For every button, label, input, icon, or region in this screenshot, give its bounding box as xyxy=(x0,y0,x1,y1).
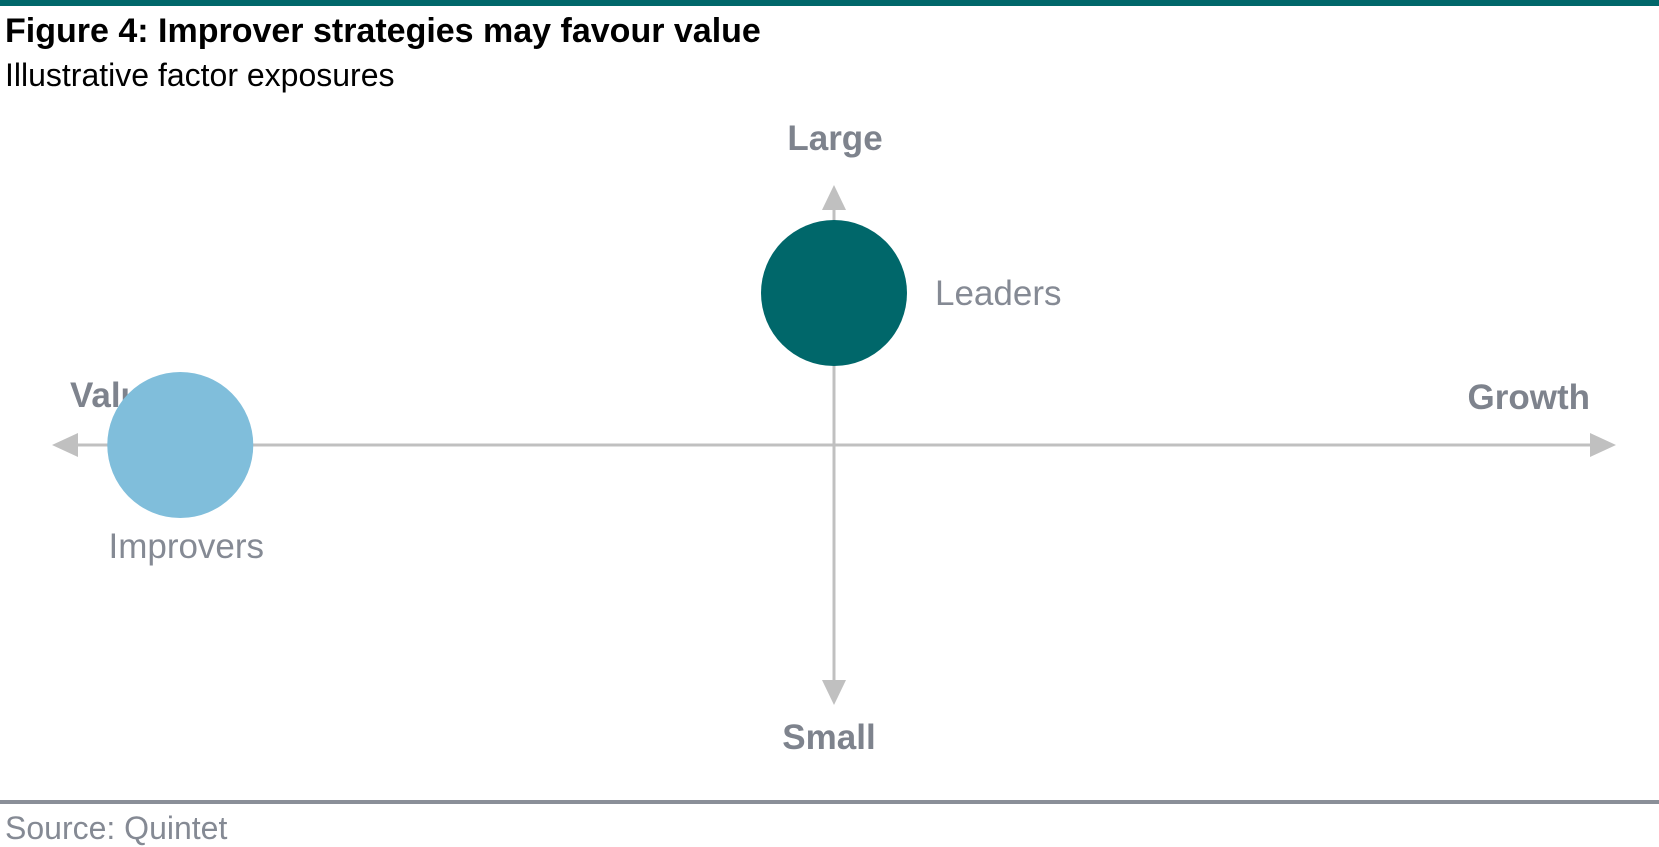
figure-subtitle: Illustrative factor exposures xyxy=(5,57,395,93)
axis-label-large: Large xyxy=(787,119,882,158)
top-rule xyxy=(0,0,1659,6)
y-axis-down-arrow xyxy=(822,680,846,705)
figure-title: Figure 4: Improver strategies may favour… xyxy=(5,12,761,50)
label-leaders: Leaders xyxy=(935,274,1061,313)
data-points: ImproversLeadersThematic xyxy=(107,220,1061,566)
y-axis-up-arrow xyxy=(822,185,846,210)
axis-label-growth: Growth xyxy=(1468,378,1590,417)
point-improvers xyxy=(107,372,254,518)
axis-label-small: Small xyxy=(782,718,875,757)
x-axis-right-arrow xyxy=(1590,433,1616,457)
label-improvers: Improvers xyxy=(108,527,264,566)
source-note: Source: Quintet xyxy=(5,810,228,846)
x-axis-left-arrow xyxy=(52,433,78,457)
bottom-rule xyxy=(0,800,1659,804)
point-leaders xyxy=(761,220,907,367)
